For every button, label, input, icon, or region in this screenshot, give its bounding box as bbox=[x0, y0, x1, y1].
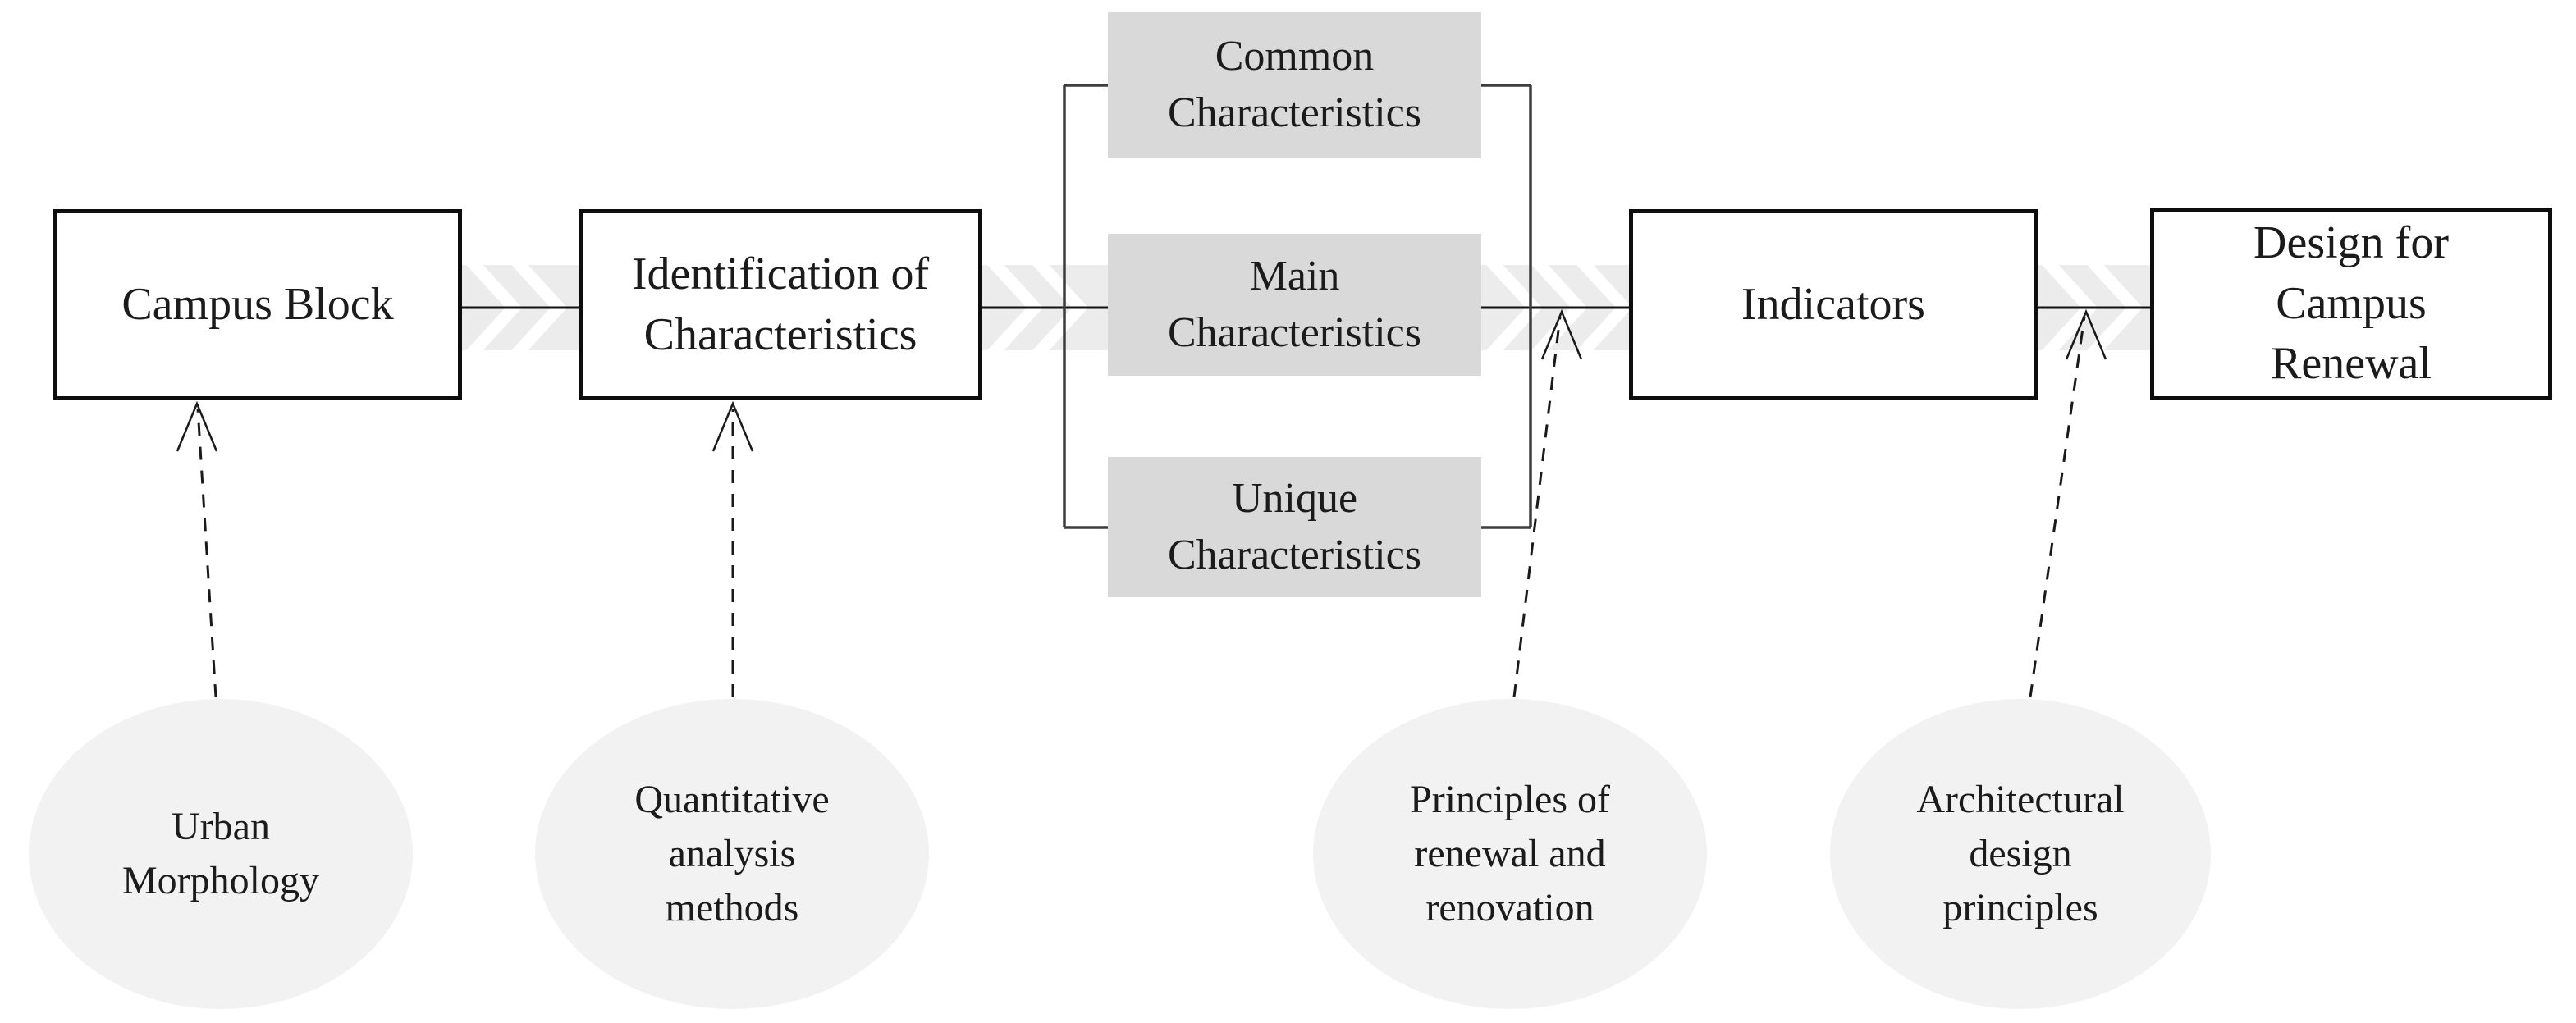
dashed-arrow-renewal-principles bbox=[1512, 308, 1583, 698]
flow-box-design-for-campus-renewal: Design for Campus Renewal bbox=[2150, 208, 2552, 400]
characteristic-box-label: Unique Characteristics bbox=[1168, 474, 1421, 578]
dashed-arrow-quantitative-methods bbox=[711, 400, 754, 697]
ellipse-principles-of-renewal: Principles of renewal and renovation bbox=[1313, 699, 1707, 1009]
characteristic-box-label: Common Characteristics bbox=[1168, 33, 1421, 136]
ellipse-label: Quantitative analysis methods bbox=[634, 777, 830, 930]
characteristic-box-main: Main Characteristics bbox=[1108, 234, 1481, 376]
flow-box-label: Indicators bbox=[1741, 278, 1925, 330]
ellipse-quantitative-analysis-methods: Quantitative analysis methods bbox=[535, 699, 929, 1009]
flow-box-campus-block: Campus Block bbox=[53, 209, 462, 400]
ellipse-label: Urban Morphology bbox=[122, 804, 319, 902]
ellipse-label: Principles of renewal and renovation bbox=[1410, 777, 1610, 930]
flow-box-identification-of-characteristics: Identification of Characteristics bbox=[579, 209, 982, 400]
ellipse-architectural-design-principles: Architectural design principles bbox=[1830, 699, 2211, 1009]
flow-box-label: Design for Campus Renewal bbox=[2253, 217, 2449, 390]
dashed-arrow-architectural-principles bbox=[2029, 308, 2107, 698]
ellipse-label: Architectural design principles bbox=[1916, 777, 2125, 930]
characteristic-box-common: Common Characteristics bbox=[1108, 12, 1481, 158]
flow-box-label: Identification of Characteristics bbox=[631, 248, 930, 360]
dashed-arrow-urban-morphology bbox=[176, 400, 218, 698]
ellipse-urban-morphology: Urban Morphology bbox=[29, 699, 413, 1009]
flow-box-indicators: Indicators bbox=[1629, 209, 2038, 400]
characteristic-box-label: Main Characteristics bbox=[1168, 252, 1421, 356]
characteristic-box-unique: Unique Characteristics bbox=[1108, 457, 1481, 597]
flow-box-label: Campus Block bbox=[121, 278, 394, 330]
